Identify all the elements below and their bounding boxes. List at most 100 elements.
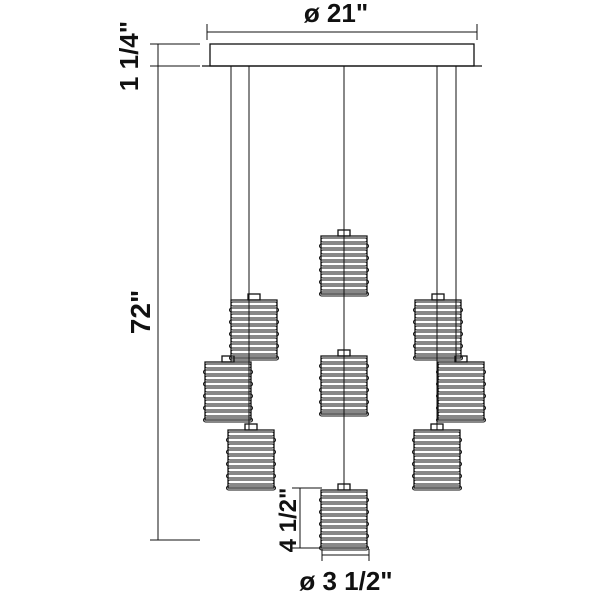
shade-rib bbox=[320, 515, 368, 521]
shade-rib bbox=[230, 301, 278, 307]
shade-rib bbox=[319, 521, 369, 527]
shade-dimensions: 4 1/2" ø 3 1/2" bbox=[275, 487, 393, 596]
shade-rib bbox=[203, 381, 253, 387]
shade-rib bbox=[413, 479, 461, 485]
shade-rib bbox=[436, 393, 486, 399]
shade-rib bbox=[319, 533, 369, 539]
shade-rib bbox=[414, 337, 462, 343]
pendant-shade bbox=[319, 349, 369, 417]
pendant-shade bbox=[229, 293, 279, 361]
shade-rib bbox=[204, 375, 252, 381]
shade-rib bbox=[203, 417, 253, 423]
shade-rib bbox=[226, 461, 276, 467]
shade-rib bbox=[230, 325, 278, 331]
shade-rib bbox=[319, 387, 369, 393]
shade-rib bbox=[204, 387, 252, 393]
pendant-shade bbox=[436, 355, 486, 423]
shade-rib bbox=[319, 509, 369, 515]
socket-cap bbox=[431, 293, 445, 301]
shade-rib bbox=[226, 473, 276, 479]
shade-rib bbox=[414, 301, 462, 307]
shade-rib bbox=[413, 355, 463, 361]
pendant-shade bbox=[226, 423, 276, 491]
shade-rib bbox=[413, 343, 463, 349]
shade-rib bbox=[320, 539, 368, 545]
shade-rib bbox=[229, 331, 279, 337]
shade-outline bbox=[320, 355, 368, 415]
shade-rib bbox=[227, 479, 275, 485]
shade-rib bbox=[226, 449, 276, 455]
shade-rib bbox=[230, 337, 278, 343]
shade-rib bbox=[204, 411, 252, 417]
pendant-shade bbox=[413, 293, 463, 361]
shade-rib bbox=[227, 443, 275, 449]
pendant-shade bbox=[412, 423, 462, 491]
shade-rib bbox=[413, 467, 461, 473]
shade-outline bbox=[227, 429, 275, 489]
shade-rib bbox=[413, 319, 463, 325]
shade-rib bbox=[412, 485, 462, 491]
shade-outline bbox=[320, 489, 368, 549]
shade-rib bbox=[227, 431, 275, 437]
shade-rib bbox=[414, 313, 462, 319]
shade-rib bbox=[437, 399, 485, 405]
shade-rib bbox=[412, 437, 462, 443]
shade-rib bbox=[319, 497, 369, 503]
shade-rib bbox=[203, 369, 253, 375]
pendant-shade bbox=[319, 229, 369, 297]
shade-rib bbox=[436, 405, 486, 411]
shade-rib bbox=[414, 325, 462, 331]
shade-rib bbox=[320, 503, 368, 509]
shade-rib bbox=[229, 355, 279, 361]
shade-rib bbox=[436, 369, 486, 375]
shade-rib bbox=[414, 349, 462, 355]
shade-rib bbox=[227, 455, 275, 461]
shade-outline bbox=[437, 361, 485, 421]
shade-rib bbox=[436, 381, 486, 387]
shade-height-label: 4 1/2" bbox=[275, 488, 302, 553]
canopy-diameter-dimension: ø 21" bbox=[206, 0, 478, 40]
shade-rib bbox=[226, 437, 276, 443]
canopy-height-label: 1 1/4" bbox=[114, 21, 144, 91]
shade-outline bbox=[413, 429, 461, 489]
shade-diameter-label: ø 3 1/2" bbox=[299, 566, 392, 596]
shade-outline bbox=[414, 299, 462, 359]
shade-rib bbox=[229, 319, 279, 325]
shade-rib bbox=[319, 375, 369, 381]
shade-rib bbox=[412, 461, 462, 467]
shade-rib bbox=[319, 399, 369, 405]
shade-rib bbox=[436, 417, 486, 423]
shade-rib bbox=[319, 363, 369, 369]
shade-rib bbox=[229, 307, 279, 313]
canopy bbox=[202, 43, 482, 67]
shade-rib bbox=[227, 467, 275, 473]
shade-rib bbox=[319, 279, 369, 285]
shade-rib bbox=[413, 331, 463, 337]
shade-rib bbox=[412, 449, 462, 455]
shade-outline bbox=[320, 235, 368, 295]
shade-rib bbox=[437, 363, 485, 369]
shade-rib bbox=[319, 267, 369, 273]
shade-rib bbox=[230, 349, 278, 355]
shade-rib bbox=[229, 343, 279, 349]
vertical-dimensions: 1 1/4" 72" bbox=[114, 21, 200, 541]
shade-outline bbox=[204, 361, 252, 421]
canopy-diameter-label: ø 21" bbox=[304, 0, 368, 28]
shade-rib bbox=[413, 431, 461, 437]
shade-rib bbox=[319, 411, 369, 417]
overall-drop-label: 72" bbox=[125, 290, 156, 334]
shade-rib bbox=[437, 411, 485, 417]
pendant-shade bbox=[319, 483, 369, 551]
shade-rib bbox=[204, 363, 252, 369]
shade-rib bbox=[230, 313, 278, 319]
shade-rib bbox=[226, 485, 276, 491]
shade-rib bbox=[319, 243, 369, 249]
shade-outline bbox=[230, 299, 278, 359]
shade-rib bbox=[320, 491, 368, 497]
shade-rib bbox=[204, 399, 252, 405]
shade-rib bbox=[203, 405, 253, 411]
pendant-shades bbox=[203, 229, 486, 551]
pendant-shade bbox=[203, 355, 253, 423]
shade-rib bbox=[413, 455, 461, 461]
